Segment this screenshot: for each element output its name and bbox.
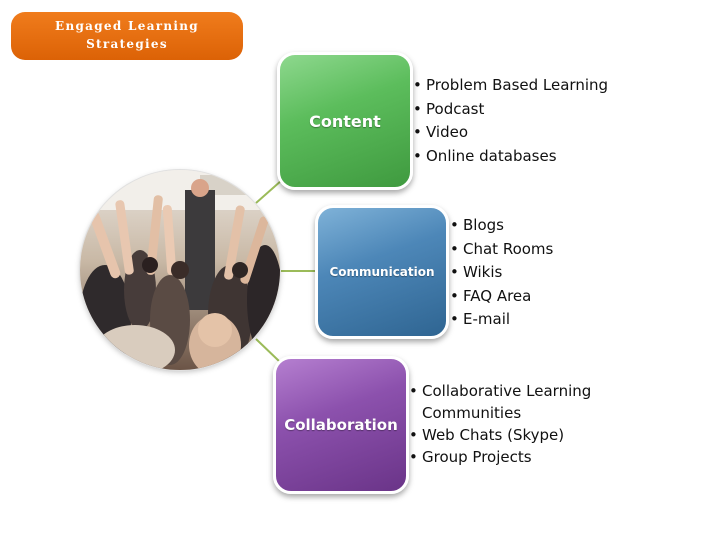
title-line-2: Strategies	[86, 37, 168, 51]
collaboration-node-label: Collaboration	[284, 416, 398, 434]
classroom-photo	[80, 170, 280, 370]
list-item: E-mail	[450, 308, 553, 332]
list-item: Web Chats (Skype)	[409, 424, 622, 446]
content-item-list: Problem Based Learning Podcast Video Onl…	[413, 74, 608, 168]
list-item: Group Projects	[409, 446, 622, 468]
content-node-label: Content	[309, 111, 381, 131]
list-item: Collaborative Learning Communities	[409, 380, 622, 424]
list-item: Podcast	[413, 98, 608, 122]
content-node: Content	[277, 52, 413, 190]
communication-node-label: Communication	[329, 265, 435, 279]
collaboration-item-list: Collaborative Learning Communities Web C…	[409, 380, 622, 468]
communication-item-list: Blogs Chat Rooms Wikis FAQ Area E-mail	[450, 214, 553, 332]
list-item: Video	[413, 121, 608, 145]
list-item: Chat Rooms	[450, 238, 553, 262]
connector-content	[255, 179, 283, 204]
communication-node: Communication	[315, 205, 449, 339]
list-item: Wikis	[450, 261, 553, 285]
title-line-1: Engaged Learning	[55, 19, 199, 33]
collaboration-node: Collaboration	[273, 356, 409, 494]
list-item: Blogs	[450, 214, 553, 238]
connector-collaboration	[255, 338, 281, 363]
list-item: FAQ Area	[450, 285, 553, 309]
list-item: Problem Based Learning	[413, 74, 608, 98]
list-item: Online databases	[413, 145, 608, 169]
title-banner: Engaged Learning Strategies	[11, 12, 243, 60]
